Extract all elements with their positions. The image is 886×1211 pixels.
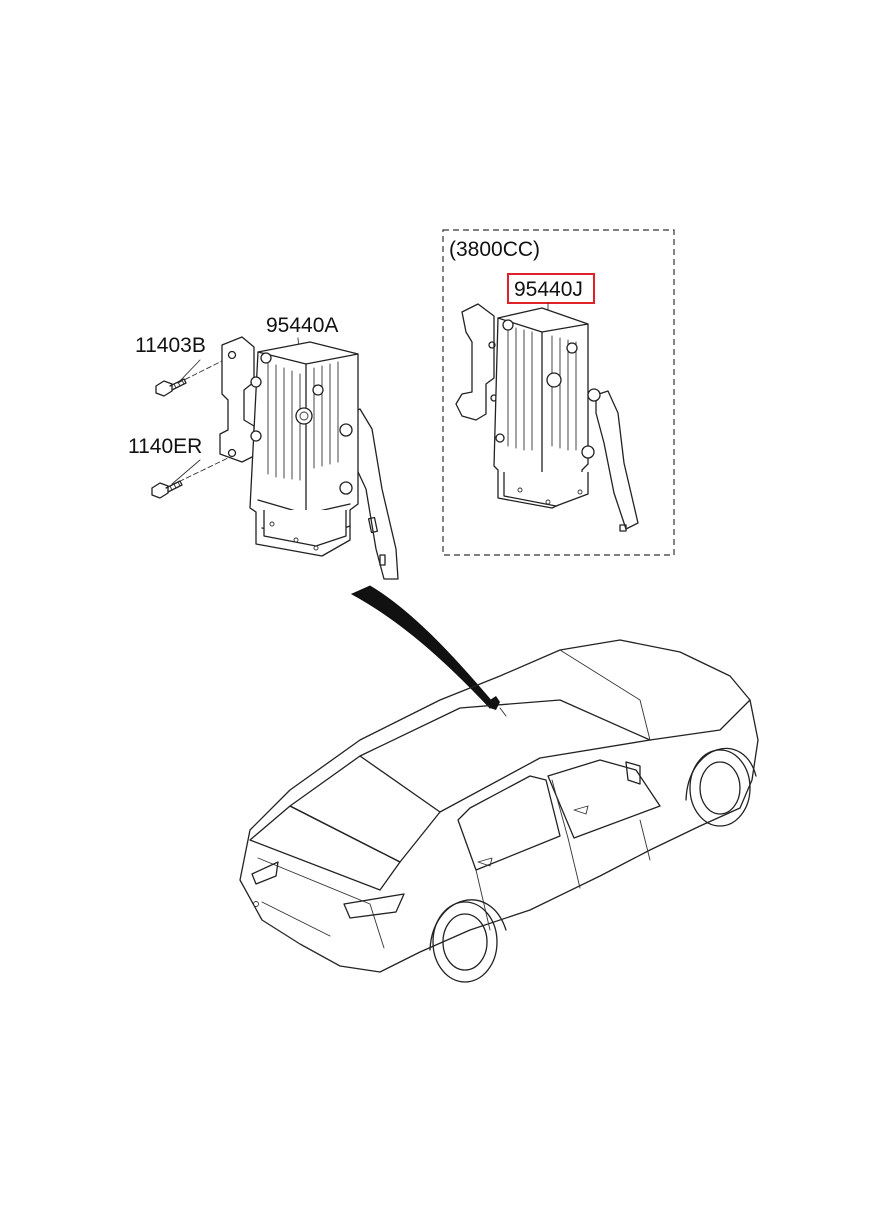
module-95440a[interactable] <box>219 336 399 580</box>
label-95440j[interactable]: 95440J <box>514 278 583 301</box>
highlight-box-95440j <box>507 273 595 304</box>
module-95440j[interactable] <box>455 303 639 532</box>
label-1140er[interactable]: 1140ER <box>128 435 202 458</box>
vehicle-illustration <box>239 639 759 983</box>
variant-group-box <box>442 229 675 556</box>
location-arrow <box>350 585 495 709</box>
bolt-1140er[interactable] <box>151 457 229 499</box>
label-11403b[interactable]: 11403B <box>135 334 206 357</box>
bolt-11403b[interactable] <box>155 357 229 397</box>
label-95440a[interactable]: 95440A <box>266 314 338 337</box>
label-3800cc: (3800CC) <box>449 238 540 261</box>
